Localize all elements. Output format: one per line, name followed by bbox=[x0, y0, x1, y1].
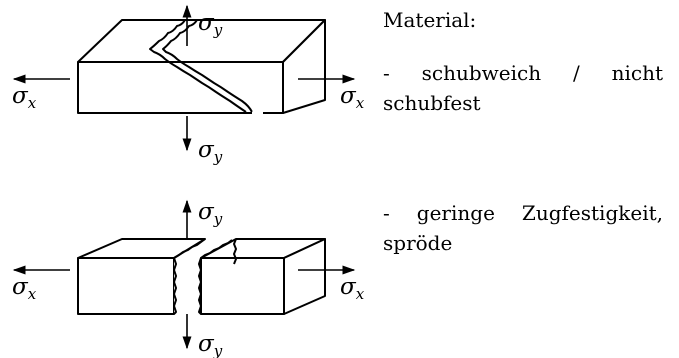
left-piece-front-face bbox=[77, 257, 175, 315]
case2-description: - geringe Zugfestigkeit, spröde bbox=[383, 198, 663, 258]
case1-line2: schubfest bbox=[383, 91, 481, 115]
sigma-x-label-left-2: σx bbox=[12, 274, 37, 303]
material-heading: Material: bbox=[383, 5, 476, 35]
bottom-block-arrows bbox=[12, 199, 356, 350]
case1-description: - schubweich / nicht schubfest bbox=[383, 58, 663, 118]
right-piece-fracture-edge bbox=[200, 239, 233, 259]
top-block-arrows bbox=[12, 4, 356, 152]
sigma-x-label-left-1: σx bbox=[12, 83, 37, 112]
sigma-x-label-right-2: σx bbox=[340, 274, 365, 303]
shear-crack-line-a bbox=[149, 19, 247, 113]
sigma-x-label-right-1: σx bbox=[340, 83, 365, 112]
case2-line1: - geringe Zugfestigkeit, bbox=[383, 201, 663, 225]
sigma-y-label-top-2: σy bbox=[198, 199, 223, 228]
sigma-y-label-bottom-1: σy bbox=[198, 137, 223, 166]
sigma-y-label-top-1: σy bbox=[198, 10, 223, 39]
left-piece-fracture-face bbox=[173, 257, 177, 315]
right-piece-fracture-wave bbox=[198, 257, 202, 315]
shear-crack-line-b bbox=[162, 19, 253, 113]
material-heading-text: Material: bbox=[383, 8, 477, 32]
brittle-failure-block bbox=[77, 238, 326, 315]
left-piece-top-face bbox=[77, 238, 206, 259]
sigma-y-label-bottom-2: σy bbox=[198, 331, 223, 358]
front-face bbox=[77, 61, 284, 114]
case1-line1: - schubweich / nicht bbox=[383, 61, 663, 85]
left-piece-fracture-edge bbox=[173, 238, 206, 259]
right-piece-front-face bbox=[200, 257, 285, 315]
case2-line2: spröde bbox=[383, 231, 453, 255]
right-piece-back-wave bbox=[233, 238, 237, 265]
shear-failure-block bbox=[77, 19, 326, 115]
